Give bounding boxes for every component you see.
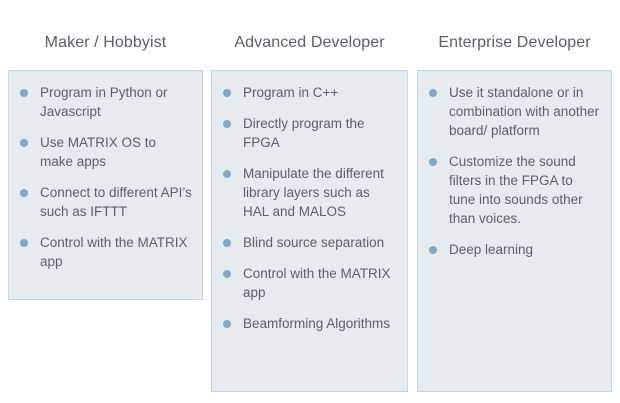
- list-item: Directly program the FPGA: [221, 114, 397, 152]
- bullet-dot-icon: [223, 270, 231, 278]
- column-heading-maker-hobbyist: Maker / Hobbyist: [44, 34, 167, 51]
- bullet-dot-icon: [429, 158, 437, 166]
- bullet-dot-icon: [223, 320, 231, 328]
- list-item-label: Beamforming Algorithms: [243, 316, 391, 331]
- list-item-label: Use MATRIX OS to make apps: [40, 135, 157, 169]
- bullet-dot-icon: [223, 120, 231, 128]
- bullet-list-advanced-developer: Program in C++ Directly program the FPGA…: [221, 83, 397, 333]
- bullet-dot-icon: [223, 239, 231, 247]
- bullet-dot-icon: [429, 246, 437, 254]
- column-advanced-developer: Advanced Developer Program in C++ Direct…: [204, 0, 409, 392]
- list-item-label: Program in C++: [243, 85, 339, 100]
- bullet-dot-icon: [20, 239, 28, 247]
- list-item: Blind source separation: [221, 233, 397, 252]
- list-item-label: Control with the MATRIX app: [40, 235, 188, 269]
- list-item-label: Customize the sound filters in the FPGA …: [449, 154, 583, 226]
- bullet-dot-icon: [20, 89, 28, 97]
- list-item: Control with the MATRIX app: [18, 233, 192, 271]
- bullet-dot-icon: [223, 89, 231, 97]
- panel-enterprise-developer: Use it standalone or in combination with…: [417, 70, 612, 392]
- column-maker-hobbyist: Maker / Hobbyist Program in Python or Ja…: [0, 0, 204, 300]
- list-item-label: Control with the MATRIX app: [243, 266, 391, 300]
- bullet-dot-icon: [20, 189, 28, 197]
- list-item: Customize the sound filters in the FPGA …: [427, 152, 601, 228]
- bullet-list-enterprise-developer: Use it standalone or in combination with…: [427, 83, 601, 259]
- list-item: Use it standalone or in combination with…: [427, 83, 601, 140]
- list-item-label: Manipulate the different library layers …: [243, 166, 384, 219]
- bullet-dot-icon: [429, 89, 437, 97]
- list-item-label: Blind source separation: [243, 235, 385, 250]
- column-enterprise-developer: Enterprise Developer Use it standalone o…: [409, 0, 620, 392]
- list-item: Beamforming Algorithms: [221, 314, 397, 333]
- list-item: Program in C++: [221, 83, 397, 102]
- bullet-list-maker-hobbyist: Program in Python or Javascript Use MATR…: [18, 83, 192, 271]
- list-item: Connect to different API’s such as IFTTT: [18, 183, 192, 221]
- list-item: Program in Python or Javascript: [18, 83, 192, 121]
- list-item: Control with the MATRIX app: [221, 264, 397, 302]
- list-item-label: Connect to different API’s such as IFTTT: [40, 185, 192, 219]
- panel-maker-hobbyist: Program in Python or Javascript Use MATR…: [8, 70, 203, 300]
- bullet-dot-icon: [20, 139, 28, 147]
- bullet-dot-icon: [223, 170, 231, 178]
- list-item: Deep learning: [427, 240, 601, 259]
- list-item: Manipulate the different library layers …: [221, 164, 397, 221]
- list-item-label: Program in Python or Javascript: [40, 85, 168, 119]
- column-heading-enterprise-developer: Enterprise Developer: [438, 34, 591, 51]
- column-heading-advanced-developer: Advanced Developer: [234, 34, 385, 51]
- list-item-label: Directly program the FPGA: [243, 116, 365, 150]
- list-item-label: Use it standalone or in combination with…: [449, 85, 600, 138]
- list-item-label: Deep learning: [449, 242, 534, 257]
- panel-advanced-developer: Program in C++ Directly program the FPGA…: [211, 70, 408, 392]
- list-item: Use MATRIX OS to make apps: [18, 133, 192, 171]
